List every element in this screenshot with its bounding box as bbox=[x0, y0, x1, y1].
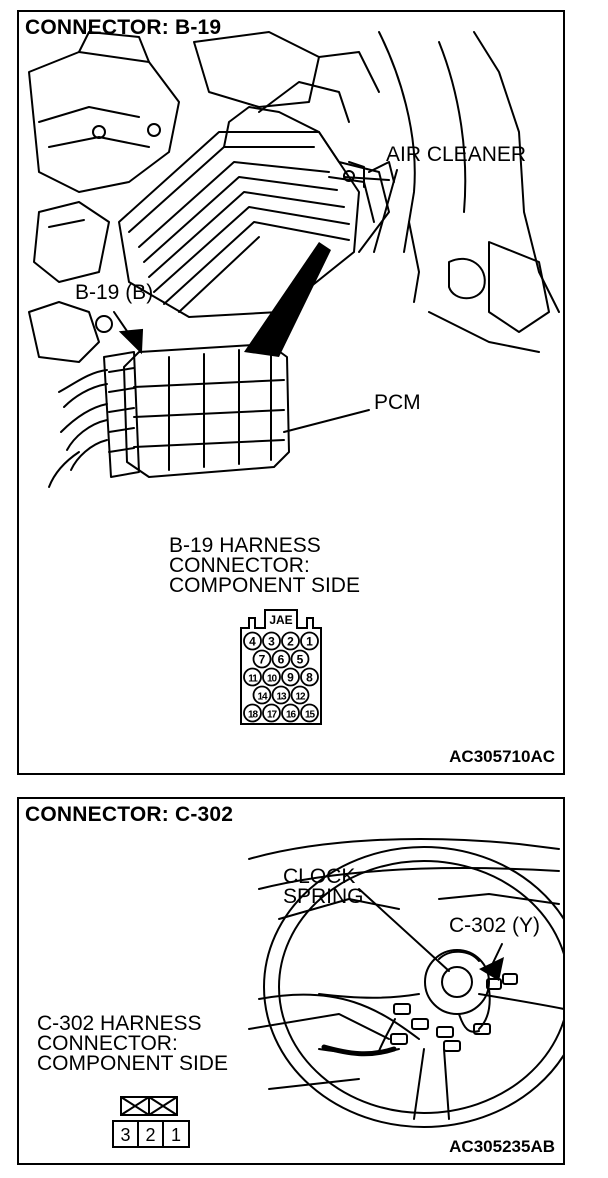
b19-pin: 10 bbox=[267, 674, 278, 685]
air-cleaner-label: AIR CLEANER bbox=[386, 143, 527, 166]
b19-pin: 5 bbox=[297, 653, 304, 667]
arrow-icon bbox=[118, 328, 144, 355]
harness-line-3: COMPONENT SIDE bbox=[169, 574, 360, 597]
b19-pin: 1 bbox=[306, 635, 313, 649]
b19-pin: 4 bbox=[249, 635, 256, 649]
pin-outline bbox=[300, 667, 319, 687]
location-wedge bbox=[244, 242, 331, 357]
engine-bay-illustration bbox=[28, 31, 560, 488]
b19-pin: 2 bbox=[287, 635, 294, 649]
b19-pin: 9 bbox=[287, 671, 294, 685]
b19-pin: 17 bbox=[267, 710, 278, 721]
pin-outline bbox=[290, 685, 310, 705]
panel-title: CONNECTOR: B-19 bbox=[25, 16, 222, 39]
pin-outline bbox=[271, 649, 291, 669]
pin-outline bbox=[243, 703, 262, 723]
pin-outline bbox=[290, 649, 310, 669]
b19-pin: 11 bbox=[248, 674, 258, 685]
b19-pin: 6 bbox=[278, 653, 285, 667]
harness-line-2: CONNECTOR: bbox=[37, 1032, 178, 1055]
pin-outline bbox=[281, 631, 300, 651]
figure-code: AC305710AC bbox=[449, 747, 555, 766]
steering-wheel-illustration bbox=[248, 838, 563, 1128]
b19-pin: 14 bbox=[257, 692, 268, 703]
b19-pin: 8 bbox=[306, 671, 313, 685]
c302-pin: 1 bbox=[171, 1125, 181, 1145]
connector-c302-panel: CONNECTOR: C-302 CLOCK SPRING C-302 (Y) … bbox=[17, 797, 565, 1165]
pin-outline bbox=[262, 703, 281, 723]
clock-spring-line-1: CLOCK bbox=[283, 865, 356, 888]
pin-outline bbox=[281, 703, 300, 723]
harness-line-2: CONNECTOR: bbox=[169, 554, 310, 577]
pin-outline bbox=[281, 667, 300, 687]
harness-line-1: C-302 HARNESS bbox=[37, 1012, 202, 1035]
c302-pin: 2 bbox=[145, 1125, 155, 1145]
b19-pin: 12 bbox=[295, 692, 306, 703]
c302-pin: 3 bbox=[120, 1125, 130, 1145]
pin-outline bbox=[300, 631, 319, 651]
connector-b19-panel: CONNECTOR: B-19 AIR CLEANER B-19 (B) PCM… bbox=[17, 10, 565, 775]
clock-spring-line-2: SPRING bbox=[283, 885, 364, 908]
pin-outline bbox=[262, 667, 281, 687]
arrow-icon bbox=[479, 957, 504, 981]
b19-pin: 18 bbox=[248, 710, 259, 721]
b19-label: B-19 (B) bbox=[75, 281, 154, 304]
connector-brand: JAE bbox=[269, 613, 292, 627]
b19-pin: 13 bbox=[276, 692, 287, 703]
pin-outline bbox=[243, 667, 262, 687]
b19-pin: 3 bbox=[268, 635, 275, 649]
pin-outline bbox=[243, 631, 262, 651]
figure-code: AC305235AB bbox=[449, 1137, 555, 1156]
pin-outline bbox=[300, 703, 319, 723]
pin-outline bbox=[262, 631, 281, 651]
pin-outline bbox=[252, 685, 272, 705]
panel-title: CONNECTOR: C-302 bbox=[25, 803, 234, 826]
c302-connector-face: 3 2 1 bbox=[112, 1096, 190, 1148]
b19-pin: 16 bbox=[286, 710, 297, 721]
harness-line-3: COMPONENT SIDE bbox=[37, 1052, 228, 1075]
pcm-label: PCM bbox=[374, 391, 421, 414]
b19-pin: 7 bbox=[259, 653, 266, 667]
pin-outline bbox=[252, 649, 272, 669]
pin-outline bbox=[271, 685, 291, 705]
b19-pin: 15 bbox=[305, 710, 316, 721]
harness-line-1: B-19 HARNESS bbox=[169, 534, 321, 557]
c302-label: C-302 (Y) bbox=[449, 914, 541, 937]
